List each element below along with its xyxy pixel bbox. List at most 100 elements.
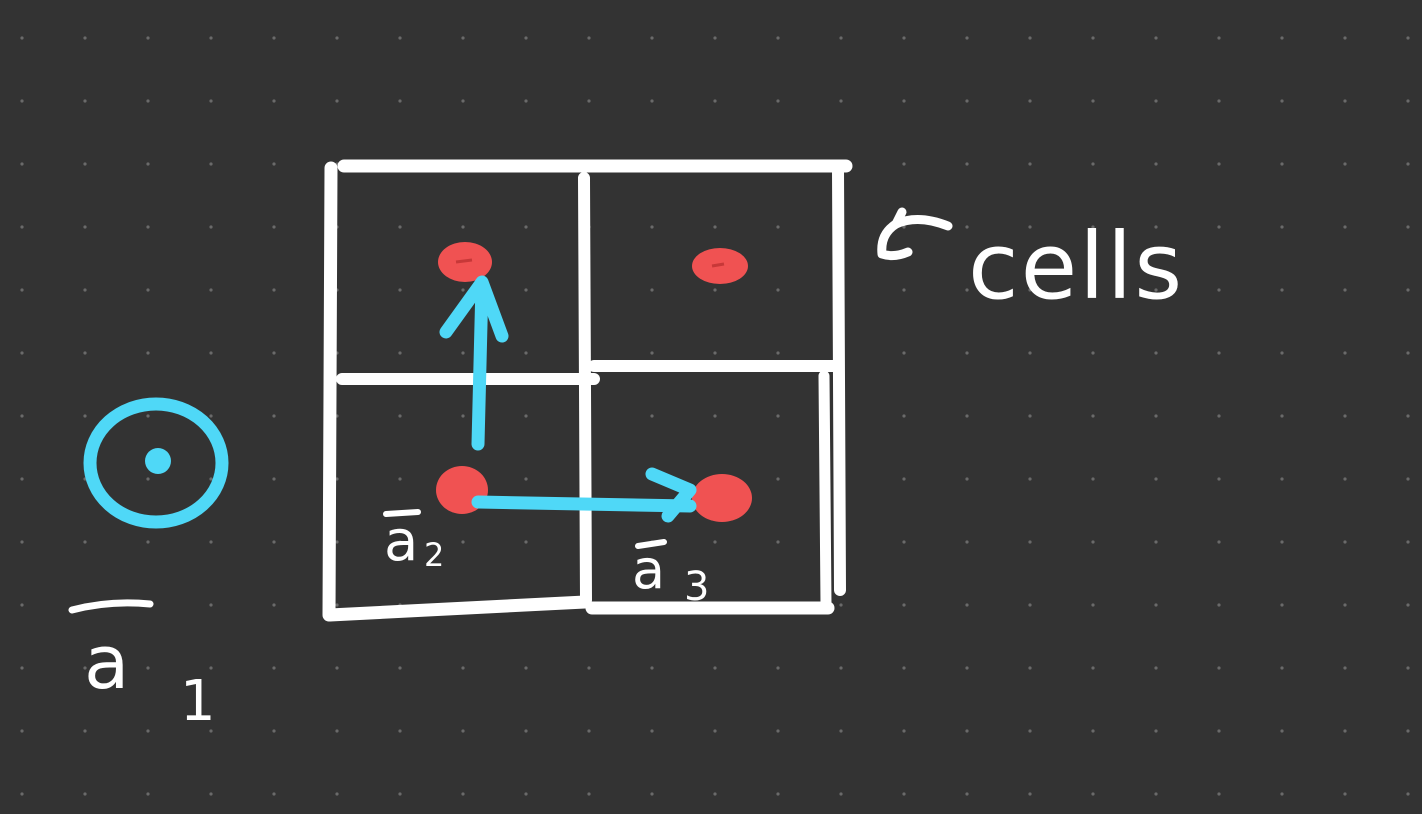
grid-dot: [776, 729, 780, 733]
a1-label-letter: a: [84, 620, 129, 706]
grid-dot: [1280, 603, 1284, 607]
cell-grid-bottom-border-left: [323, 595, 592, 622]
grid-dot: [146, 36, 150, 40]
grid-dot: [461, 414, 465, 418]
grid-dot: [713, 288, 717, 292]
grid-dot: [1028, 666, 1032, 670]
grid-dot: [83, 288, 87, 292]
grid-dot: [1154, 477, 1158, 481]
grid-dot: [965, 477, 969, 481]
grid-dot: [1343, 666, 1347, 670]
grid-dot: [902, 477, 906, 481]
grid-dot: [839, 603, 843, 607]
grid-dot: [902, 792, 906, 796]
grid-dot: [272, 603, 276, 607]
grid-dot: [524, 36, 528, 40]
grid-dot: [1217, 540, 1221, 544]
grid-dot: [398, 351, 402, 355]
grid-dot: [1217, 162, 1221, 166]
atom-bottom-right: [692, 474, 752, 522]
grid-dot: [1028, 36, 1032, 40]
grid-dot: [1217, 477, 1221, 481]
grid-dot: [272, 729, 276, 733]
grid-dot: [713, 36, 717, 40]
grid-dot: [1217, 288, 1221, 292]
a2-label-letter: a: [384, 509, 418, 574]
grid-dot: [20, 351, 24, 355]
grid-dot: [20, 792, 24, 796]
grid-dot: [776, 225, 780, 229]
grid-dot: [965, 792, 969, 796]
grid-dot: [524, 225, 528, 229]
vector-a3-arrow-shaft: [471, 495, 697, 513]
grid-dot: [1343, 225, 1347, 229]
grid-dot: [20, 99, 24, 103]
grid-dot: [713, 351, 717, 355]
grid-dot: [965, 666, 969, 670]
grid-dot: [1154, 792, 1158, 796]
grid-dot: [650, 351, 654, 355]
grid-dot: [1406, 729, 1410, 733]
grid-dot: [776, 414, 780, 418]
grid-dot: [461, 540, 465, 544]
grid-dot: [398, 288, 402, 292]
grid-dot: [20, 729, 24, 733]
grid-dot: [272, 540, 276, 544]
grid-dot: [650, 225, 654, 229]
a1-label-subscript: 1: [180, 669, 216, 734]
grid-dot: [1217, 99, 1221, 103]
grid-dot: [1217, 792, 1221, 796]
vector-labels: a 1 a 2 a 3: [68, 509, 709, 734]
grid-dot: [1028, 792, 1032, 796]
grid-dot: [272, 225, 276, 229]
grid-dot: [1280, 351, 1284, 355]
grid-dot: [146, 351, 150, 355]
grid-dot: [209, 540, 213, 544]
grid-dot: [209, 99, 213, 103]
grid-dot: [965, 162, 969, 166]
grid-dot: [335, 729, 339, 733]
grid-dot: [965, 414, 969, 418]
grid-dot: [146, 99, 150, 103]
grid-dot: [587, 99, 591, 103]
grid-dot: [1091, 603, 1095, 607]
grid-dot: [902, 666, 906, 670]
cell-grid-middle-vertical: [578, 172, 592, 606]
grid-dot: [1091, 792, 1095, 796]
grid-dot: [902, 288, 906, 292]
grid-dot: [398, 666, 402, 670]
dot-grid-background: [20, 36, 1410, 796]
grid-dot: [902, 225, 906, 229]
grid-dot: [272, 99, 276, 103]
vector-a3-arrow-head: [645, 467, 697, 523]
grid-dot: [398, 792, 402, 796]
grid-dot: [776, 36, 780, 40]
grid-dot: [20, 288, 24, 292]
cells-annotation: cells: [877, 207, 1182, 320]
grid-dot: [146, 288, 150, 292]
grid-dot: [83, 540, 87, 544]
grid-dot: [209, 792, 213, 796]
grid-dot: [1217, 225, 1221, 229]
grid-dot: [965, 603, 969, 607]
grid-dot: [1028, 477, 1032, 481]
grid-dot: [335, 666, 339, 670]
grid-dot: [524, 477, 528, 481]
grid-dot: [524, 288, 528, 292]
grid-dot: [398, 729, 402, 733]
grid-dot: [1406, 414, 1410, 418]
grid-dot: [1217, 351, 1221, 355]
grid-dot: [1343, 351, 1347, 355]
grid-dot: [1217, 729, 1221, 733]
grid-dot: [587, 36, 591, 40]
grid-dot: [146, 540, 150, 544]
grid-dot: [146, 792, 150, 796]
out-of-page-circle: [83, 397, 229, 529]
grid-dot: [1091, 414, 1095, 418]
grid-dot: [965, 99, 969, 103]
grid-dot: [20, 162, 24, 166]
grid-dot: [398, 477, 402, 481]
grid-dot: [1154, 603, 1158, 607]
grid-dot: [335, 36, 339, 40]
grid-dot: [713, 414, 717, 418]
